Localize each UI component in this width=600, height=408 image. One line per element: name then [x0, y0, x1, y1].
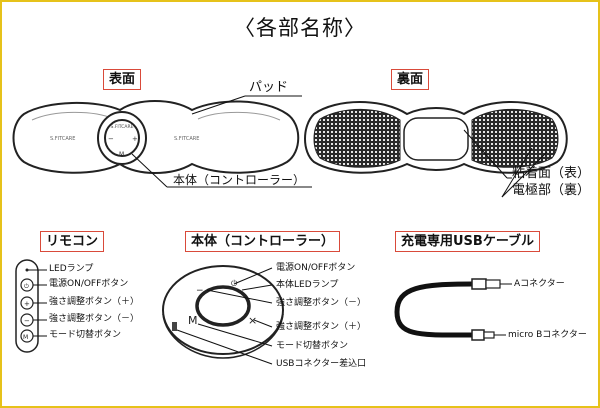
section-remote-label: リモコン [40, 231, 105, 252]
svg-text:M: M [119, 151, 124, 158]
brand-right-text: S.FITCARE [174, 136, 199, 142]
svg-text:M: M [23, 334, 28, 341]
page-title: 〈各部名称〉 [234, 16, 366, 40]
pad-label: パッド [249, 80, 289, 95]
body-leader-line [131, 153, 168, 188]
svg-text:+: + [24, 300, 30, 308]
remote-minus-label: 強さ調整ボタン（－） [49, 314, 140, 324]
svg-text:⏻: ⏻ [24, 283, 29, 290]
electrode-label: 電極部（裏） [512, 183, 591, 198]
adhesive-surface-label: 粘着面（表） [512, 166, 591, 181]
body-plus-label: 強さ調整ボタン（＋） [276, 322, 367, 332]
back-pad-drawing [304, 101, 568, 174]
svg-text:−: − [196, 286, 204, 296]
front-pad-drawing: S.FITCARE − + M [12, 100, 300, 174]
brand-left-text: S.FITCARE [50, 136, 75, 142]
body-led-label: 本体LEDランプ [276, 280, 339, 290]
section-cable-label: 充電専用USBケーブル [395, 231, 541, 252]
section-back-label: 裏面 [391, 69, 430, 90]
svg-text:×: × [248, 314, 257, 327]
svg-text:+: + [132, 135, 138, 143]
remote-led-label: LEDランプ [49, 264, 94, 274]
svg-text:−: − [108, 135, 114, 143]
body-controller-label: 本体（コントローラー） [173, 173, 306, 187]
section-front-label: 表面 [103, 69, 142, 90]
body-usb-port-label: USBコネクター差込口 [276, 359, 367, 369]
remote-mode-label: モード切替ボタン [49, 330, 122, 340]
remote-drawing: ⏻ + − M [15, 259, 39, 353]
a-connector-label: Aコネクター [514, 279, 565, 289]
body-minus-label: 強さ調整ボタン（－） [276, 298, 367, 308]
micro-b-connector-label: micro Bコネクター [508, 330, 587, 340]
svg-text:M: M [188, 314, 198, 327]
body-mode-label: モード切替ボタン [276, 341, 349, 351]
svg-text:S.FITCARE: S.FITCARE [111, 124, 134, 130]
svg-text:−: − [24, 317, 30, 325]
remote-power-label: 電源ON/OFFボタン [49, 279, 129, 289]
section-body-label: 本体（コントローラー） [185, 231, 341, 252]
usb-cable-drawing [394, 278, 501, 341]
remote-plus-label: 強さ調整ボタン（＋） [49, 297, 140, 307]
body-power-label: 電源ON/OFFボタン [276, 263, 356, 273]
pad-leader-line [191, 95, 246, 115]
